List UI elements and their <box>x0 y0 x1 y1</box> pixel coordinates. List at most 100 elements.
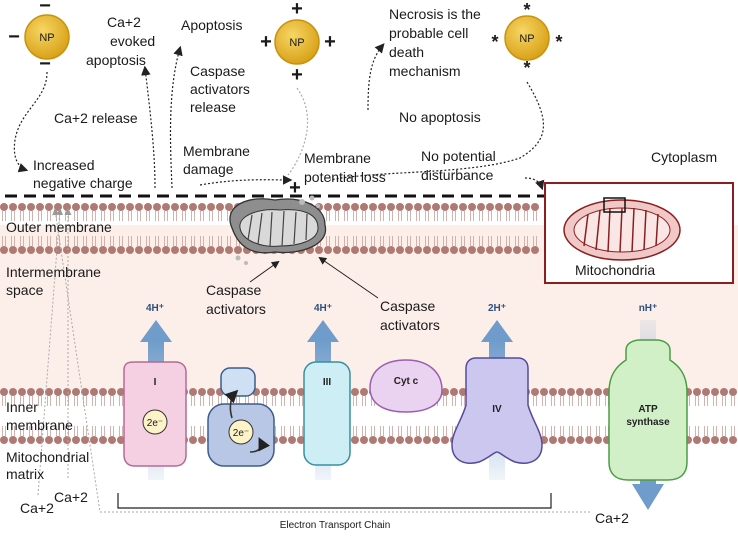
proton-label: 4H⁺ <box>146 303 164 314</box>
lipid-head <box>108 203 116 211</box>
lipid-head <box>9 388 17 396</box>
lipid-tail <box>209 211 213 221</box>
lipid-tail <box>578 396 582 406</box>
lipid-head <box>288 436 296 444</box>
potential-loss-2: potential loss <box>304 169 386 185</box>
lipid-tail <box>281 396 285 406</box>
lipid-head <box>387 246 395 254</box>
lipid-head <box>81 436 89 444</box>
lipid-tail <box>497 211 501 221</box>
lipid-tail <box>488 211 492 221</box>
arrow-np-positive <box>287 87 309 176</box>
lipid-head <box>567 436 575 444</box>
lipid-head <box>342 203 350 211</box>
lipid-head <box>81 388 89 396</box>
lipid-tail <box>56 396 60 406</box>
lipid-tail <box>353 236 357 246</box>
lipid-tail <box>2 236 6 246</box>
lipid-tail <box>209 236 213 246</box>
lipid-head <box>171 246 179 254</box>
lipid-tail <box>515 211 519 221</box>
mitochondria-inset <box>544 182 734 284</box>
lipid-head <box>351 203 359 211</box>
lipid-head <box>153 203 161 211</box>
lipid-tail <box>110 236 114 246</box>
lipid-head <box>432 436 440 444</box>
lipid-head <box>99 388 107 396</box>
lipid-tail <box>20 426 24 436</box>
lipid-head <box>360 436 368 444</box>
lipid-tail <box>551 396 555 406</box>
lipid-tail <box>38 236 42 246</box>
ca-matrix-1: Ca+2 <box>20 500 54 516</box>
atp-label-1: ATP <box>638 404 658 415</box>
cyt-c-label: Cyt c <box>394 376 419 387</box>
lipid-tail <box>146 236 150 246</box>
lipid-head <box>369 436 377 444</box>
lipid-head <box>153 246 161 254</box>
caspase-right-1: Caspase <box>380 298 435 314</box>
lipid-tail <box>101 396 105 406</box>
arrow-membrane-damage <box>199 175 293 186</box>
lipid-head <box>423 436 431 444</box>
lipid-tail <box>470 236 474 246</box>
lipid-tail <box>38 396 42 406</box>
lipid-tail <box>164 211 168 221</box>
lipid-tail <box>443 211 447 221</box>
lipid-tail <box>362 426 366 436</box>
caspase-release-3: release <box>190 99 236 115</box>
lipid-tail <box>425 211 429 221</box>
plus-mark: + <box>289 177 301 199</box>
lipid-head <box>99 436 107 444</box>
lipid-head <box>405 203 413 211</box>
lipid-tail <box>722 396 726 406</box>
caspase-release-2: activators <box>190 81 250 97</box>
lipid-tail <box>74 426 78 436</box>
lipid-head <box>171 203 179 211</box>
lipid-tail <box>389 426 393 436</box>
lipid-tail <box>92 236 96 246</box>
lipid-tail <box>173 236 177 246</box>
lipid-tail <box>344 211 348 221</box>
lipid-head <box>45 436 53 444</box>
lipid-tail <box>542 426 546 436</box>
lipid-tail <box>110 211 114 221</box>
lipid-tail <box>137 211 141 221</box>
lipid-tail <box>335 236 339 246</box>
lipid-tail <box>101 426 105 436</box>
np-charge: − <box>39 0 51 17</box>
lipid-tail <box>722 426 726 436</box>
lipid-tail <box>389 211 393 221</box>
lipid-head <box>279 436 287 444</box>
lipid-head <box>0 246 8 254</box>
lipid-head <box>36 388 44 396</box>
lipid-tail <box>2 396 6 406</box>
lipid-head <box>18 388 26 396</box>
lipid-tail <box>416 236 420 246</box>
lipid-tail <box>389 236 393 246</box>
lipid-tail <box>434 236 438 246</box>
lipid-tail <box>119 211 123 221</box>
lipid-head <box>576 388 584 396</box>
lipid-tail <box>290 396 294 406</box>
lipid-tail <box>587 396 591 406</box>
lipid-tail <box>110 426 114 436</box>
lipid-tail <box>20 236 24 246</box>
lipid-head <box>117 436 125 444</box>
lipid-head <box>144 246 152 254</box>
np-label: NP <box>519 33 534 45</box>
lipid-head <box>90 203 98 211</box>
lipid-head <box>144 203 152 211</box>
lipid-tail <box>362 396 366 406</box>
lipid-head <box>198 388 206 396</box>
lipid-tail <box>731 396 735 406</box>
lipid-tail <box>695 396 699 406</box>
complex-III: III <box>303 361 351 466</box>
damaged-mitochondrion <box>229 195 327 265</box>
lipid-tail <box>407 236 411 246</box>
lipid-head <box>99 246 107 254</box>
lipid-head <box>567 388 575 396</box>
intermembrane-1: Intermembrane <box>6 264 101 280</box>
lipid-tail <box>47 396 51 406</box>
